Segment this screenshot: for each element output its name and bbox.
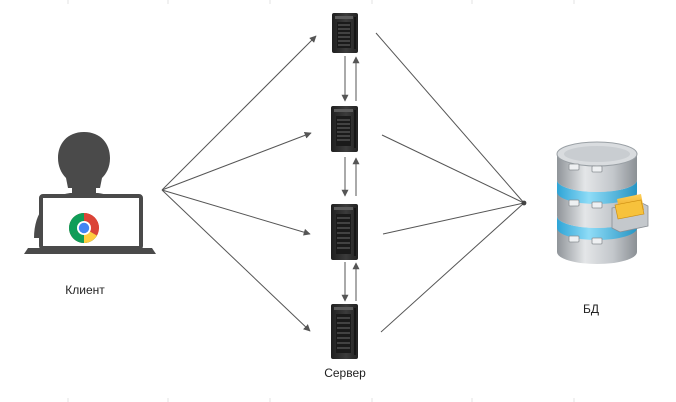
- server-tower-icon: [331, 204, 358, 260]
- line-server-db-2: [381, 134, 525, 204]
- database-label: БД: [583, 302, 599, 316]
- arrow-client-server-3: [161, 189, 311, 236]
- server-tower-icon: [331, 304, 358, 359]
- database-node: БД: [556, 141, 649, 316]
- arrow-client-server-4: [161, 189, 311, 332]
- client-to-server-arrows: [161, 35, 317, 332]
- server-to-database-lines: [375, 32, 527, 333]
- server-tower-icon: [331, 106, 358, 152]
- server-nodes: Сервер: [324, 13, 366, 380]
- server-tower-icon: [332, 13, 358, 53]
- client-label: Клиент: [65, 283, 105, 297]
- arrow-client-server-1: [161, 35, 317, 191]
- client-node: Клиент: [24, 132, 156, 297]
- database-icon: [556, 141, 649, 264]
- line-server-db-4: [380, 202, 525, 333]
- chrome-icon: [68, 212, 99, 244]
- line-server-db-1: [375, 32, 525, 204]
- line-server-db-3: [382, 202, 525, 235]
- arrow-client-server-2: [161, 131, 312, 191]
- server-sync-arrows: [341, 56, 360, 302]
- edge-ticks: [67, 0, 575, 402]
- server-label: Сервер: [324, 366, 366, 380]
